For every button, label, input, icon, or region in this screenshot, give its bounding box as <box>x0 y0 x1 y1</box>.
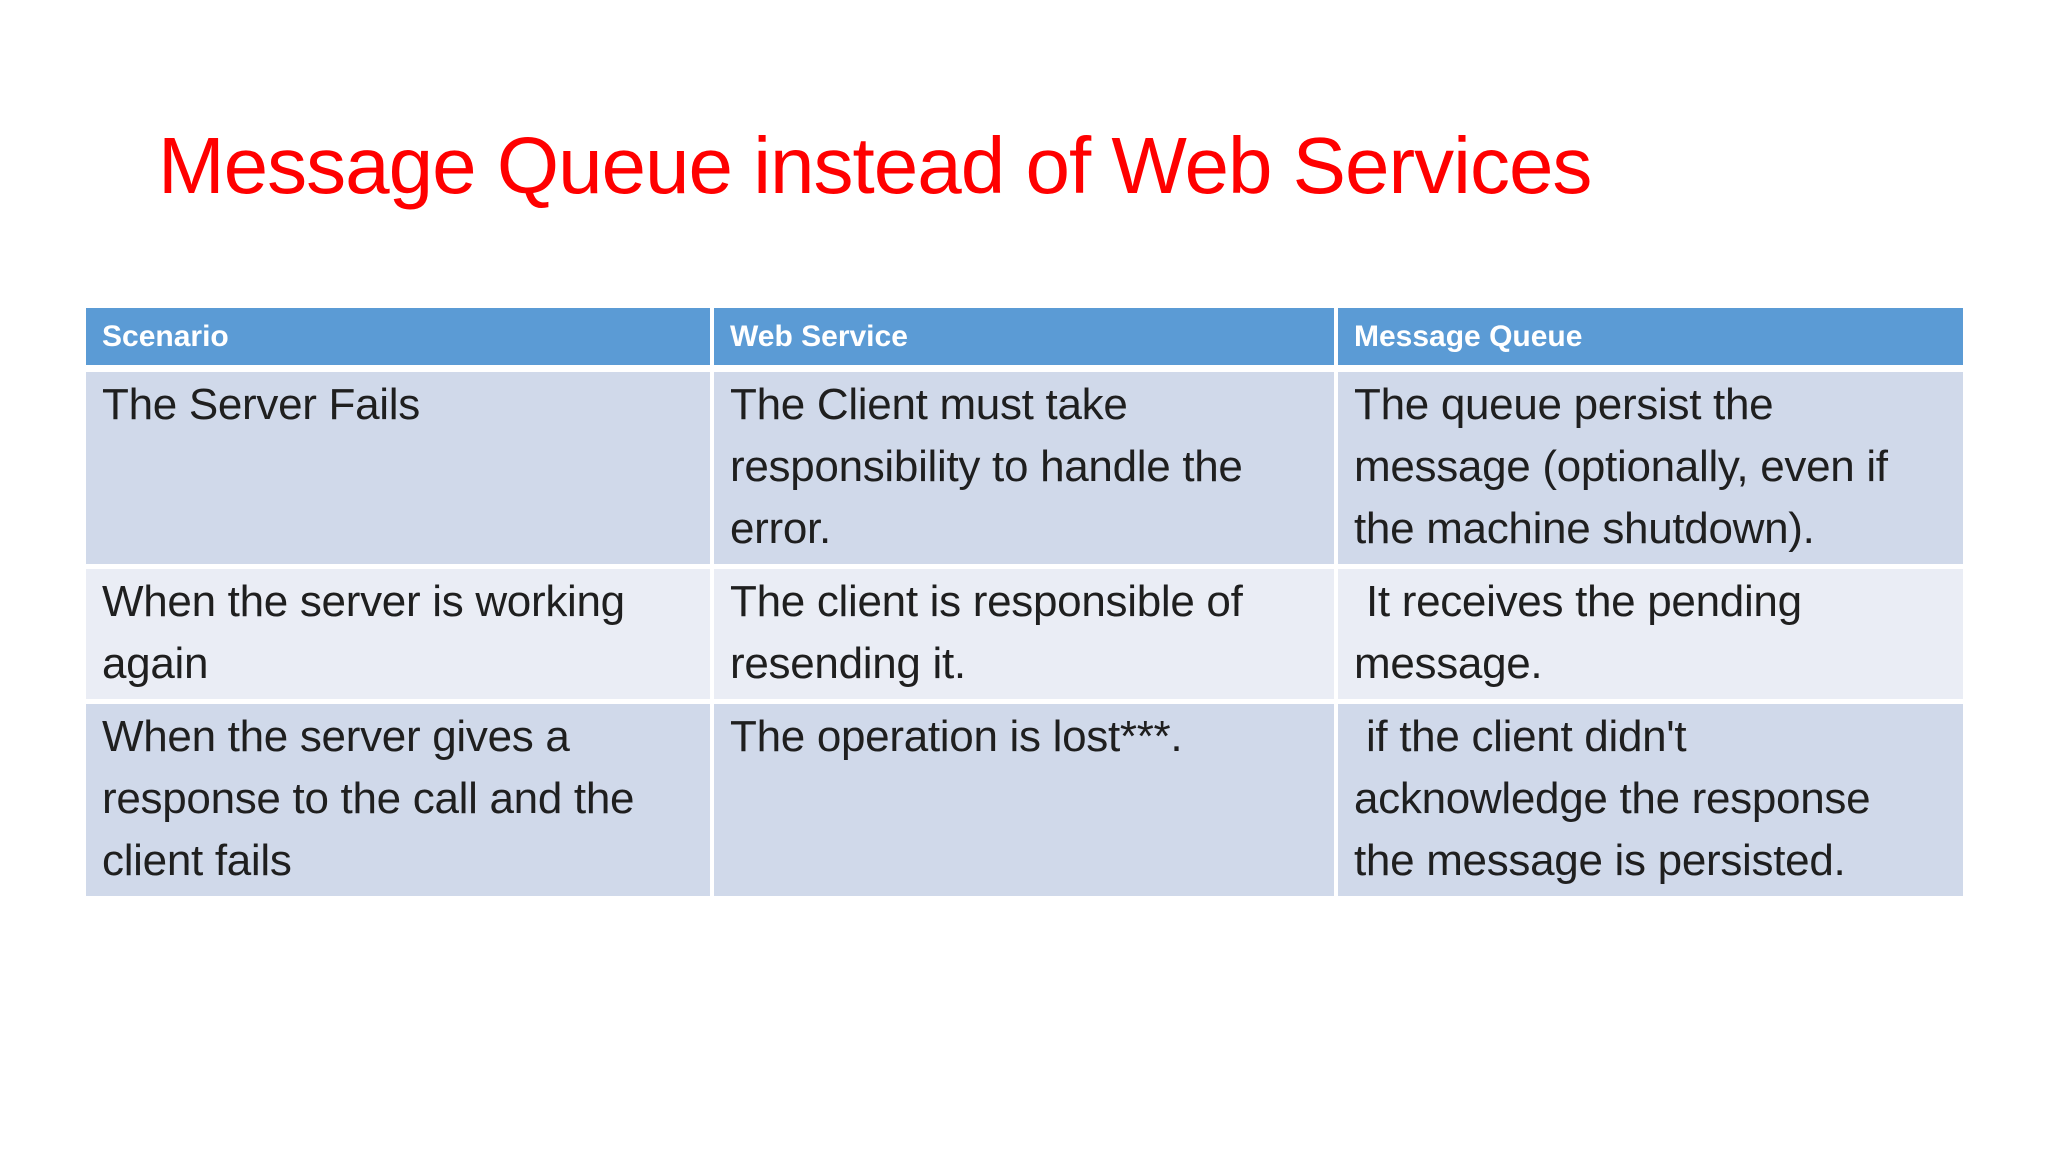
cell-scenario-2: When the server is working again <box>86 569 714 704</box>
cell-message-queue-1: The queue persist the message (optionall… <box>1338 372 1963 569</box>
cell-scenario-3: When the server gives a response to the … <box>86 704 714 896</box>
table-row-server-working-again: When the server is working again The cli… <box>86 569 1963 704</box>
column-header-web-service: Web Service <box>714 308 1338 372</box>
table-row-client-fails: When the server gives a response to the … <box>86 704 1963 896</box>
table-header-row: Scenario Web Service Message Queue <box>86 308 1963 372</box>
cell-web-service-3: The operation is lost***. <box>714 704 1338 896</box>
cell-message-queue-2: It receives the pending message. <box>1338 569 1963 704</box>
cell-message-queue-3: if the client didn't acknowledge the res… <box>1338 704 1963 896</box>
column-header-message-queue: Message Queue <box>1338 308 1963 372</box>
comparison-table: Scenario Web Service Message Queue The S… <box>86 308 1963 896</box>
cell-web-service-2: The client is responsible of resending i… <box>714 569 1338 704</box>
column-header-scenario: Scenario <box>86 308 714 372</box>
slide-title: Message Queue instead of Web Services <box>158 121 1592 210</box>
table-row-server-fails: The Server Fails The Client must take re… <box>86 372 1963 569</box>
cell-web-service-1: The Client must take responsibility to h… <box>714 372 1338 569</box>
cell-scenario-1: The Server Fails <box>86 372 714 569</box>
